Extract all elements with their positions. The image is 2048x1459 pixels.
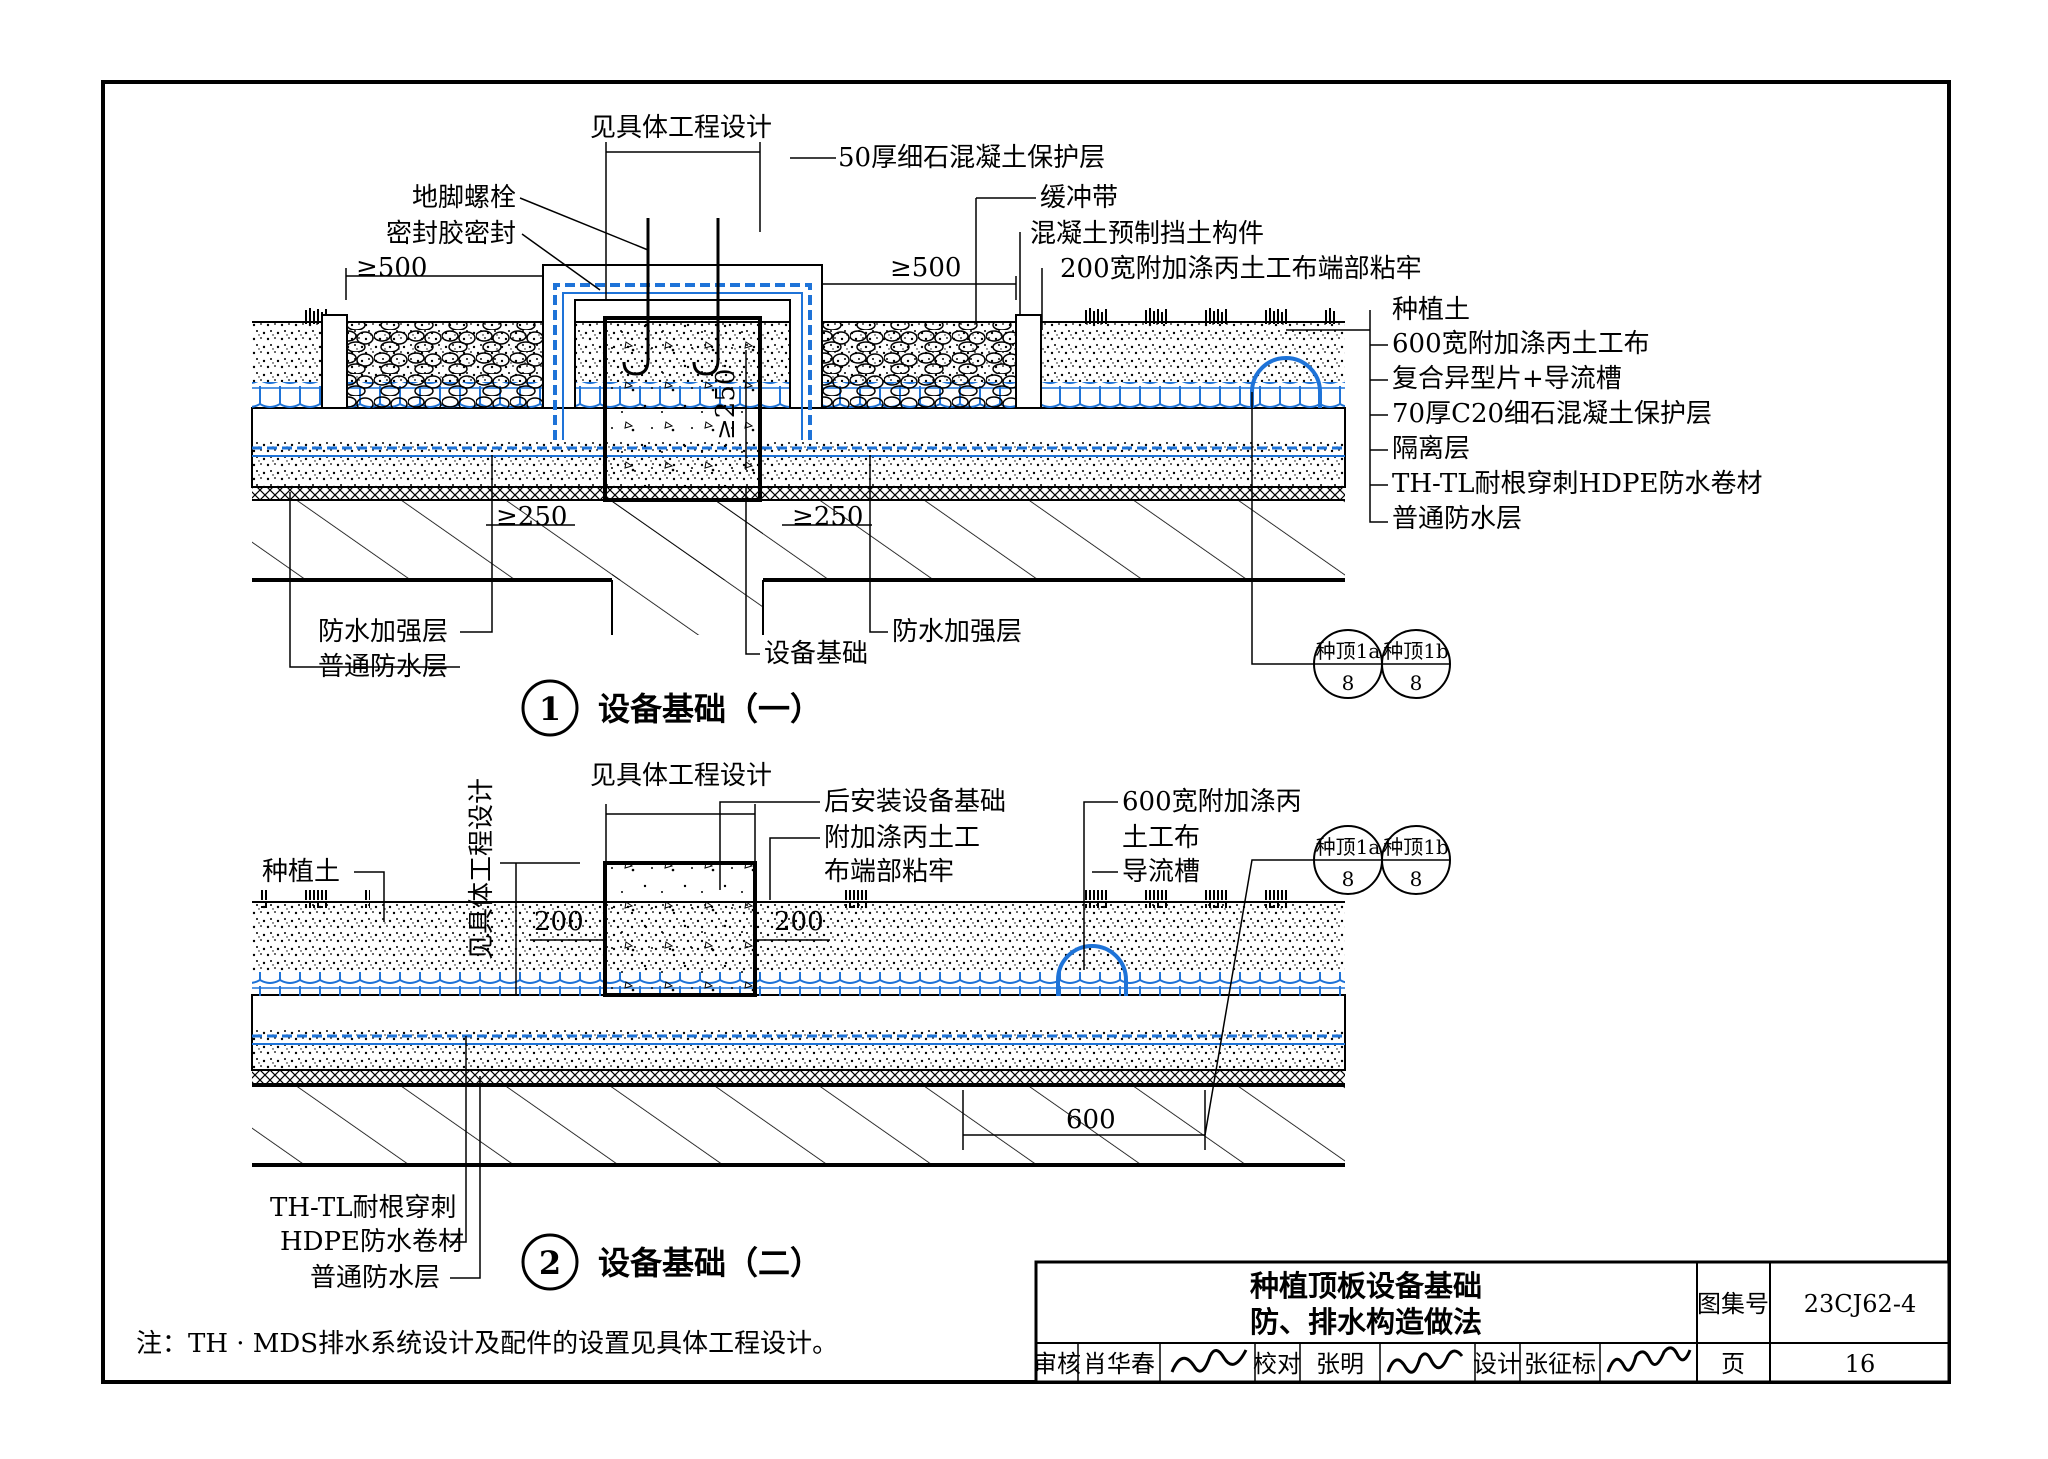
dim-h250: ≥250: [711, 369, 741, 440]
wrap-membrane: [553, 283, 812, 440]
ordinary-waterproof-layer-1: [252, 487, 1345, 500]
title-line-1: 种植顶板设备基础: [1250, 1269, 1482, 1303]
base-pedestal-slab: [612, 500, 763, 635]
title-block: 种植顶板设备基础 防、排水构造做法 图集号 23CJ62-4 页 16 审核 肖…: [1033, 1260, 1951, 1384]
anchor-bolt-left: [622, 218, 650, 376]
checker-signature: [1386, 1349, 1464, 1374]
detail-2-number: 2: [539, 1244, 561, 1282]
label-geotextile-200: 200宽附加涤丙土工布端部粘牢: [1060, 254, 1422, 284]
atlas-label: 图集号: [1697, 1290, 1769, 1318]
label-anchor-bolt: 地脚螺栓: [412, 183, 516, 213]
drain-sheet-2: [252, 972, 1345, 996]
dim-left-200: 200: [534, 907, 584, 937]
detail-1-number: 1: [539, 690, 561, 728]
label-buffer-strip: 缓冲带: [1040, 183, 1118, 213]
svg-text:种顶1b: 种顶1b: [1383, 835, 1449, 859]
designer-signature: [1606, 1346, 1692, 1373]
label-geotextile-600: 600宽附加涤丙土工布: [1392, 329, 1650, 359]
svg-text:种顶1a: 种顶1a: [1316, 639, 1381, 663]
grass-c-2: [1070, 890, 1290, 908]
detail-2-section: 见具体工程设计 见具体工程设计 后安装设备基础 附加涤丙土工 布端部粘牢 600…: [251, 761, 1451, 1293]
label-post-install-base: 后安装设备基础: [824, 787, 1006, 817]
ref-bubble-1b-d2: 种顶1b 8: [1381, 825, 1451, 895]
svg-text:8: 8: [1410, 671, 1423, 695]
retaining-member-right: [1015, 314, 1042, 409]
label-sealant: 密封胶密封: [386, 219, 516, 249]
detail-1-number-circle: [521, 679, 579, 737]
structural-slab-2: [252, 1085, 1345, 1165]
detail-1-section: 见具体工程设计 50厚细石混凝土保护层 地脚螺栓 密封胶密封 缓冲带 混凝土预制…: [251, 113, 1762, 737]
label-hdpe-1: TH-TL耐根穿刺HDPE防水卷材: [1392, 469, 1762, 499]
label-design-note-1: 见具体工程设计: [590, 113, 772, 143]
label-drain-channel: 导流槽: [1122, 857, 1200, 887]
gravel-right: [820, 322, 1016, 408]
reviewer-signature: [1170, 1349, 1248, 1373]
retaining-member-left: [321, 314, 348, 409]
label-hdpe-2a: TH-TL耐根穿刺: [270, 1193, 456, 1223]
dim-right-200: 200: [774, 907, 824, 937]
label-fine-concrete-50: 50厚细石混凝土保护层: [838, 143, 1105, 173]
ref-bubble-1a-d2: 种顶1a 8: [1313, 825, 1383, 895]
page-label: 页: [1721, 1350, 1745, 1378]
dim-right-250: ≥250: [792, 502, 863, 532]
title-line-2: 防、排水构造做法: [1250, 1305, 1482, 1339]
label-design-note-side: 见具体工程设计: [467, 778, 497, 960]
label-ordinary-wp-1: 普通防水层: [1392, 504, 1522, 534]
label-geotextile-600-2: 土工布: [1122, 823, 1200, 853]
grass-right-1: [1075, 308, 1335, 326]
page-number: 16: [1845, 1350, 1876, 1378]
ref-bubble-1b-d1: 种顶1b 8: [1381, 629, 1451, 699]
label-c20-70: 70厚C20细石混凝土保护层: [1392, 399, 1712, 429]
detail-2-title: 设备基础（二）: [598, 1244, 822, 1282]
drain-channel-2: [1056, 944, 1128, 996]
svg-text:8: 8: [1342, 867, 1355, 891]
equipment-base-1: [603, 316, 762, 502]
grass-left-1: [270, 308, 330, 326]
planting-soil-2: [252, 902, 1345, 972]
dim-left-250: ≥250: [496, 502, 567, 532]
label-equipment-base: 设备基础: [764, 639, 868, 669]
design-label: 设计: [1473, 1350, 1521, 1378]
atlas-number: 23CJ62-4: [1804, 1290, 1916, 1318]
label-planting-soil-2: 种植土: [262, 857, 340, 887]
svg-text:种顶1a: 种顶1a: [1316, 835, 1381, 859]
grass-a-2: [260, 890, 370, 908]
label-hdpe-2b: HDPE防水卷材: [280, 1227, 464, 1257]
label-ordinary-wp-2: 普通防水层: [310, 1263, 440, 1293]
detail-2-number-circle: [521, 1233, 579, 1291]
ref-bubble-1a-d1: 种顶1a 8: [1313, 629, 1383, 699]
svg-text:8: 8: [1342, 671, 1355, 695]
dim-left-500: ≥500: [356, 253, 427, 283]
structural-slab-1: [252, 500, 1345, 580]
label-geotextile-end-2: 布端部粘牢: [824, 857, 954, 887]
label-planting-soil-1: 种植土: [1392, 295, 1470, 325]
label-reinforce-left: 防水加强层: [318, 617, 448, 647]
label-reinforce-right: 防水加强层: [892, 617, 1022, 647]
grass-b-2: [828, 890, 888, 908]
reviewer-name: 肖华春: [1083, 1350, 1155, 1378]
dim-span-600: 600: [1066, 1105, 1116, 1135]
gravel-left: [347, 322, 543, 408]
ordinary-waterproof-layer-2: [252, 1070, 1345, 1085]
anchor-bolt-right: [692, 218, 720, 376]
label-design-note-2: 见具体工程设计: [590, 761, 772, 791]
checker-name: 张明: [1316, 1350, 1364, 1378]
sheet-border: [101, 80, 1951, 1384]
designer-name: 张征标: [1524, 1350, 1596, 1378]
detail-1-title: 设备基础（一）: [598, 690, 822, 728]
label-isolation: 隔离层: [1392, 434, 1470, 464]
label-geotextile-600-1: 600宽附加涤丙: [1122, 787, 1302, 817]
review-label: 审核: [1033, 1350, 1081, 1378]
svg-text:8: 8: [1410, 867, 1423, 891]
drain-channel-1: [1250, 356, 1322, 408]
label-drain-sheet: 复合异型片+导流槽: [1392, 364, 1622, 394]
footnote: 注：TH · MDS排水系统设计及配件的设置见具体工程设计。: [136, 1329, 838, 1359]
dim-right-500: ≥500: [890, 253, 961, 283]
label-precast-retaining: 混凝土预制挡土构件: [1030, 219, 1264, 249]
svg-text:种顶1b: 种顶1b: [1383, 639, 1449, 663]
equipment-base-2: [603, 861, 757, 997]
label-geotextile-end-1: 附加涤丙土工: [824, 823, 980, 853]
check-label: 校对: [1253, 1350, 1301, 1378]
